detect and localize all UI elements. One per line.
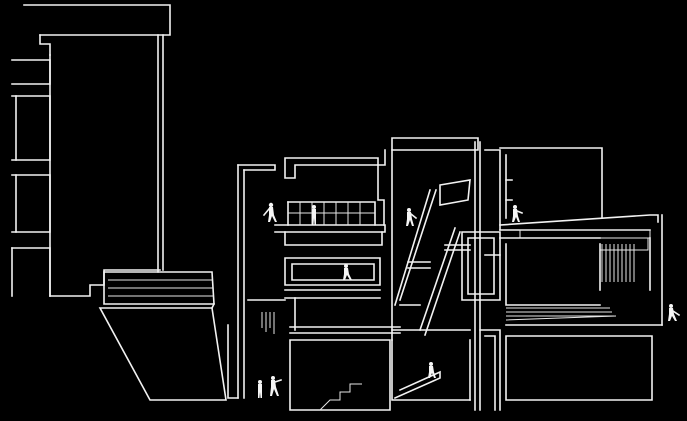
person-figure-4 [512,205,524,222]
auditorium-block [499,147,663,401]
person-figure-9 [668,304,681,321]
person-figure-5 [343,264,352,280]
tower-column [227,164,276,399]
person-figure-8 [428,362,436,378]
person-figure-2 [312,205,316,225]
person-figure-3 [406,208,418,226]
person-figure-6 [258,380,262,398]
atrium-ramp [377,137,479,401]
person-figure-7 [270,376,283,396]
tall-building-left [11,4,171,297]
central-block [247,157,401,411]
structural-columns [461,141,501,411]
person-figure-1 [262,202,277,222]
human-figures [258,202,681,398]
stepped-plinth [98,271,227,401]
